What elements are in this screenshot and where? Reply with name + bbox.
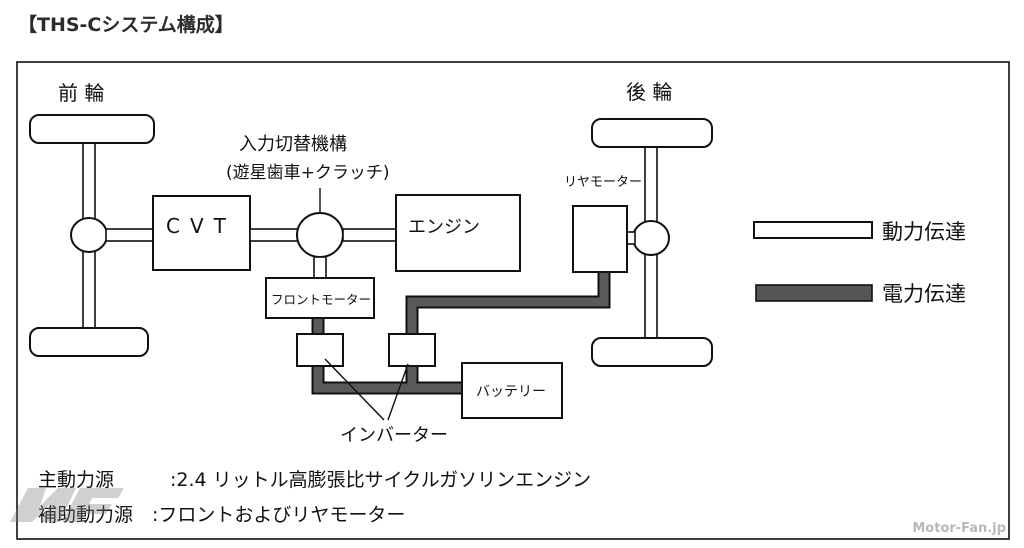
engine-box xyxy=(395,194,521,272)
front-axle-assembly xyxy=(29,114,155,357)
inverter-pointer-front xyxy=(324,358,385,421)
legend-electrical-label: 電力伝達 xyxy=(882,282,966,306)
rear-inverter-box xyxy=(388,333,436,367)
front-wheel-right xyxy=(29,327,149,357)
battery-box xyxy=(461,362,563,419)
front-wheels-label: 前 輪 xyxy=(58,81,104,105)
rear-wheel-right xyxy=(591,337,713,367)
front-wheel-left xyxy=(29,114,155,144)
aux-power-value: :フロントおよびリヤモーター xyxy=(152,504,405,526)
motor-fan-logo-icon xyxy=(10,488,124,522)
cvt-label: CVT xyxy=(166,214,236,238)
shaft-planetary-to-engine xyxy=(342,228,398,242)
inverter-label: インバーター xyxy=(340,425,448,446)
rear-axle-assembly xyxy=(591,118,713,367)
electrical-bus xyxy=(311,272,611,395)
rear-motor-label: リヤモーター xyxy=(564,175,642,190)
page-title: 【THS-Cシステム構成】 xyxy=(18,14,234,36)
shaft-cvt-to-planetary xyxy=(249,228,299,242)
shaft-planetary-to-front-motor xyxy=(313,256,327,280)
inverter-pointer-rear xyxy=(387,363,409,421)
input-switch-label-line1: 入力切替機構 xyxy=(239,134,347,155)
legend-mechanical-label: 動力伝達 xyxy=(882,220,966,244)
front-motor-label: フロントモーター xyxy=(271,292,371,307)
aux-power-label: 補助動力源 xyxy=(38,504,133,526)
main-power-label: 主動力源 xyxy=(38,469,114,491)
front-inverter-box xyxy=(296,333,344,367)
main-power-value: :2.4 リットル高膨張比サイクルガソリンエンジン xyxy=(170,469,591,491)
shaft-rear-motor-to-diff xyxy=(626,231,636,245)
front-motor-box xyxy=(265,277,375,319)
shaft-diff-to-cvt xyxy=(105,228,155,242)
front-differential xyxy=(70,217,108,253)
planetary-gear xyxy=(296,212,344,258)
rear-axle-shaft-upper xyxy=(644,144,658,226)
watermark-text: Motor-Fan.jp xyxy=(912,521,1006,536)
rear-wheels-label: 後 輪 xyxy=(626,80,672,104)
engine-label: エンジン xyxy=(408,217,480,238)
rear-differential xyxy=(632,220,670,256)
front-axle-shaft-upper xyxy=(82,139,96,223)
rear-motor-box xyxy=(572,205,628,273)
battery-label: バッテリー xyxy=(476,384,546,400)
cvt-box xyxy=(152,195,251,271)
legend-mechanical-swatch xyxy=(753,221,873,239)
legend-electrical-swatch xyxy=(755,284,873,302)
rear-wheel-left xyxy=(591,118,713,148)
rear-axle-shaft-lower xyxy=(644,249,658,341)
front-axle-shaft-lower xyxy=(82,247,96,331)
input-switch-label-line2: (遊星歯車+クラッチ) xyxy=(226,163,390,183)
